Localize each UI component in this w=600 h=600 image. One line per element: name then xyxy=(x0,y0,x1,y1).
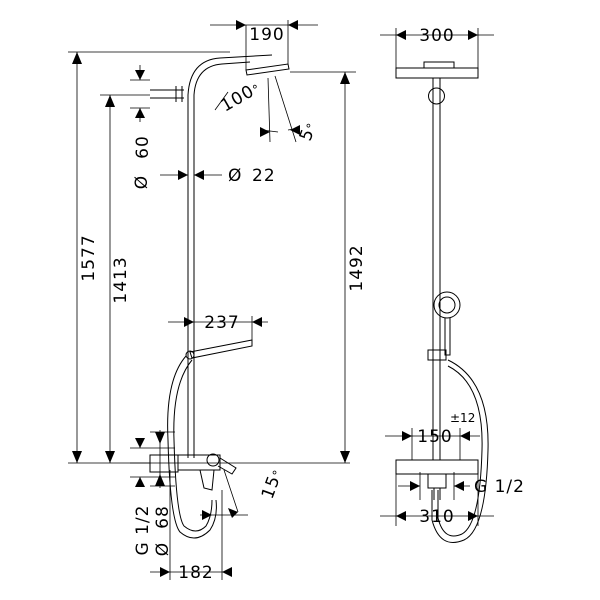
dim-1492-label: 1492 xyxy=(347,244,367,291)
arrow xyxy=(72,451,82,463)
arrow xyxy=(72,52,82,64)
shower-hose-front-outer xyxy=(431,359,489,543)
dim-100: 100° xyxy=(214,78,265,117)
arrow xyxy=(340,451,350,463)
arrow xyxy=(340,72,350,84)
dim-237-label: 237 xyxy=(204,313,239,333)
bath-spout xyxy=(217,457,237,475)
arrow xyxy=(402,431,412,441)
arrow xyxy=(202,510,212,520)
arrow xyxy=(236,20,246,30)
mixer-outlet-front xyxy=(427,473,447,489)
dim-182: 182 xyxy=(150,470,232,583)
head-joint xyxy=(423,61,455,69)
arrow xyxy=(410,481,420,491)
arrow xyxy=(290,125,300,135)
shower-hose-outer xyxy=(167,355,217,539)
dim-182-label: 182 xyxy=(178,563,213,583)
arrow xyxy=(194,170,204,180)
arrow xyxy=(135,70,145,80)
dim-g12-left-label: G 1/2 xyxy=(133,505,153,556)
dim-310: 310 xyxy=(380,474,494,527)
dim-60-label: 60 xyxy=(133,135,153,159)
spout-front xyxy=(433,488,441,500)
hose-connector xyxy=(199,469,215,491)
arrow xyxy=(222,567,232,577)
dim-g12-front-label: G 1/2 xyxy=(474,477,525,497)
dim-310-label: 310 xyxy=(419,507,454,527)
dim-g12-front: G 1/2 xyxy=(398,472,525,500)
dim-22-symbol: Ø xyxy=(228,166,242,186)
dim-68: 68 Ø xyxy=(150,430,175,556)
dim-150-label: 150 xyxy=(417,427,452,447)
pipe-diameter-symbol-rotated: Ø xyxy=(132,175,152,189)
dim-150-tolerance: ±12 xyxy=(450,411,475,425)
mixer-front xyxy=(395,459,479,475)
mixer-wall-part xyxy=(149,454,179,473)
arrow xyxy=(184,317,194,327)
dim-190: 190 xyxy=(210,20,318,70)
dim-5-label: 5° xyxy=(296,119,321,144)
dim-22-label: 22 xyxy=(252,166,276,186)
arrow xyxy=(155,474,165,486)
dim-1577: 1577 xyxy=(68,51,230,464)
shower-arm-inner xyxy=(193,61,251,96)
dim-237: 237 xyxy=(168,313,268,340)
dim-68-symbol: Ø xyxy=(153,542,173,556)
dim-1492: 1492 xyxy=(290,71,367,463)
mixer-body xyxy=(177,454,221,471)
hand-shower xyxy=(189,339,253,359)
arrow xyxy=(260,127,270,137)
arrow xyxy=(252,317,262,327)
dim-g12-left: G 1/2 xyxy=(130,438,175,555)
arrow xyxy=(288,20,298,30)
arrow xyxy=(460,431,470,441)
hand-shower-inner xyxy=(438,296,456,314)
arrow xyxy=(135,477,145,487)
hand-shower-handle xyxy=(444,318,451,356)
overhead-shower-front xyxy=(395,67,479,79)
arrow xyxy=(468,30,478,40)
arrow xyxy=(396,30,406,40)
dim-5-deg: 5° xyxy=(260,75,321,144)
dim-22: Ø 22 xyxy=(160,166,276,186)
dim-1413: 1413 xyxy=(100,94,150,463)
arrow xyxy=(228,508,238,518)
arrow xyxy=(135,438,145,448)
arrow xyxy=(105,95,115,107)
arrow xyxy=(105,451,115,463)
shower-arm-outer xyxy=(187,54,273,96)
arrow xyxy=(178,170,188,180)
dim-300-label: 300 xyxy=(419,26,454,46)
arrow xyxy=(155,432,165,444)
arrow xyxy=(454,481,464,491)
arrow xyxy=(468,511,478,521)
hand-shower-holder xyxy=(185,350,195,360)
dim-190-label: 190 xyxy=(249,25,284,45)
arrow xyxy=(396,511,406,521)
wall-bracket xyxy=(150,86,184,102)
front-view xyxy=(395,61,489,543)
dim-1577-label: 1577 xyxy=(79,234,99,281)
dim-100-label: 100° xyxy=(218,78,265,117)
shower-hose-inner xyxy=(173,359,213,532)
dim-60: 60 xyxy=(130,65,153,159)
dim-15-label: 15° xyxy=(258,466,287,502)
arrow xyxy=(160,567,170,577)
mixer-knob xyxy=(206,453,220,467)
shower-head-side xyxy=(245,63,290,76)
dim-68-label: 68 xyxy=(153,505,173,529)
hand-shower-face xyxy=(433,291,461,319)
dim-150: 150 ±12 xyxy=(385,411,480,460)
wall-bracket-front xyxy=(428,87,445,105)
dim-15-deg: 15° xyxy=(200,466,287,520)
dim-300: 300 xyxy=(380,26,494,68)
riser-pipe-front xyxy=(432,78,441,460)
dim-1413-label: 1413 xyxy=(111,256,131,303)
arrow xyxy=(135,108,145,118)
side-view xyxy=(130,54,350,539)
hand-shower-holder-front xyxy=(427,349,447,361)
